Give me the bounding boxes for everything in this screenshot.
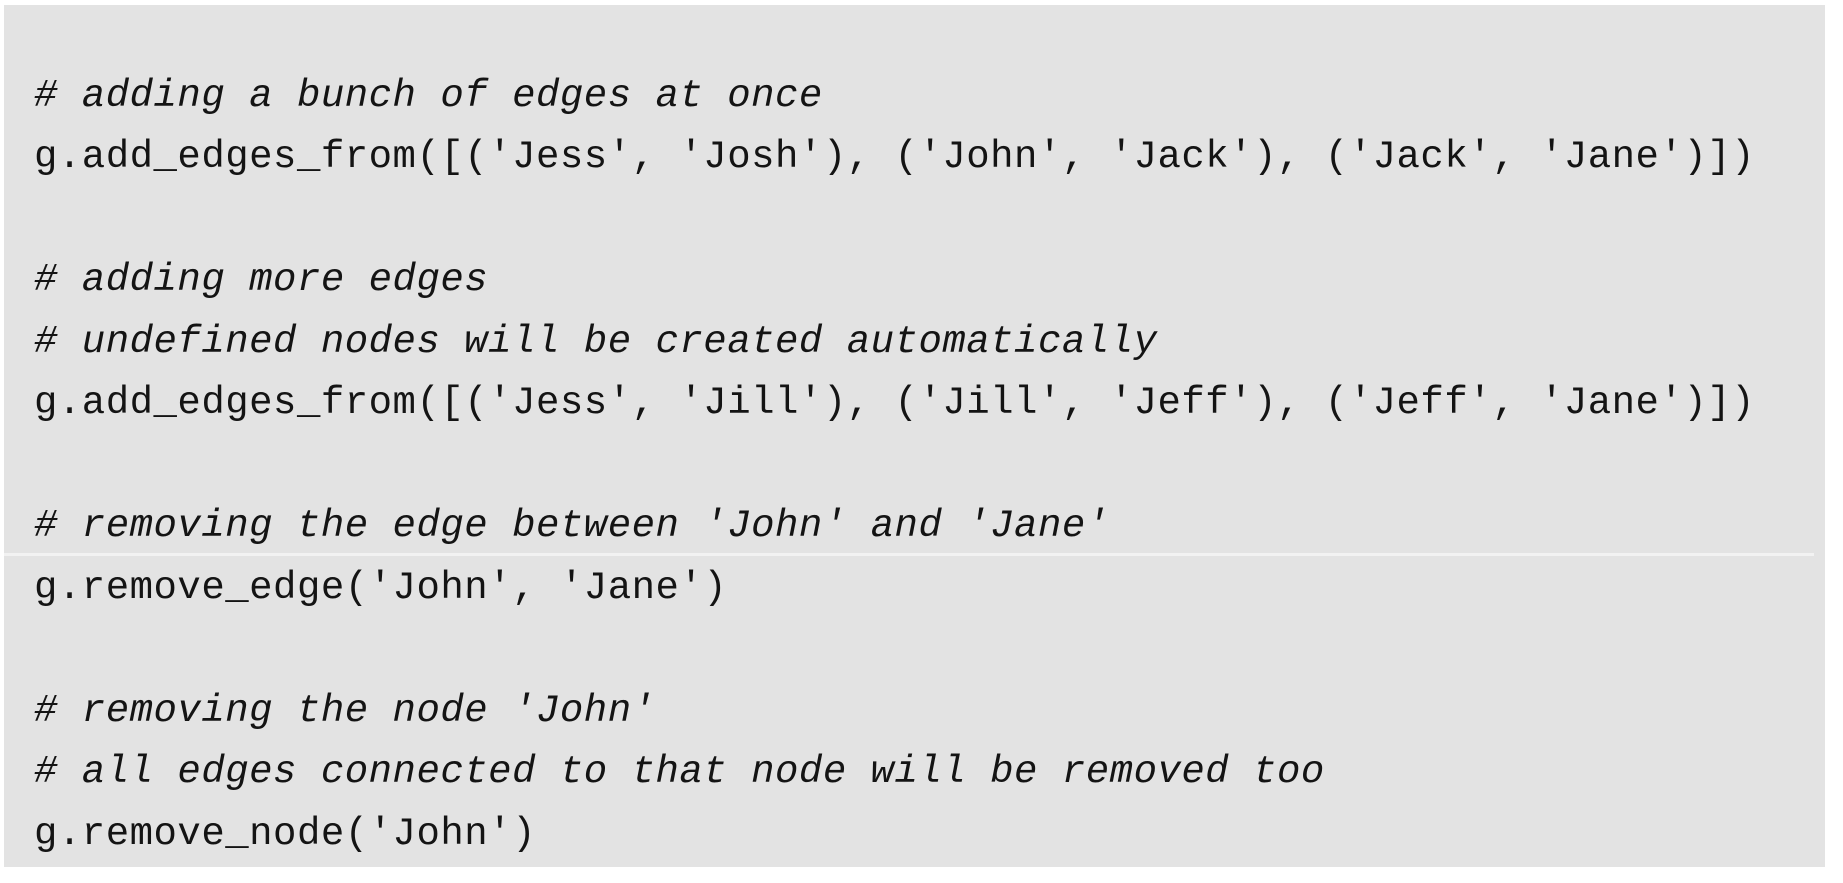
comment-line: # removing the node 'John'	[34, 688, 656, 733]
comment-line: # adding a bunch of edges at once	[34, 73, 823, 118]
code-lines: # adding a bunch of edges at once g.add_e…	[34, 65, 1805, 865]
code-line: g.remove_node('John')	[34, 811, 536, 856]
blank-line	[34, 434, 1805, 496]
code-line: g.add_edges_from([('Jess', 'Josh'), ('Jo…	[34, 135, 1756, 180]
comment-line: # removing the edge between 'John' and '…	[34, 504, 1110, 549]
comment-line: # all edges connected to that node will …	[34, 750, 1325, 795]
blank-line	[34, 188, 1805, 250]
blank-line	[34, 619, 1805, 681]
comment-line: # undefined nodes will be created automa…	[34, 319, 1158, 364]
code-block-seam-divider	[4, 553, 1814, 556]
code-line: g.add_edges_from([('Jess', 'Jill'), ('Ji…	[34, 381, 1756, 426]
code-line: g.remove_edge('John', 'Jane')	[34, 565, 728, 610]
comment-line: # adding more edges	[34, 258, 489, 303]
code-block: # adding a bunch of edges at once g.add_e…	[4, 5, 1825, 867]
